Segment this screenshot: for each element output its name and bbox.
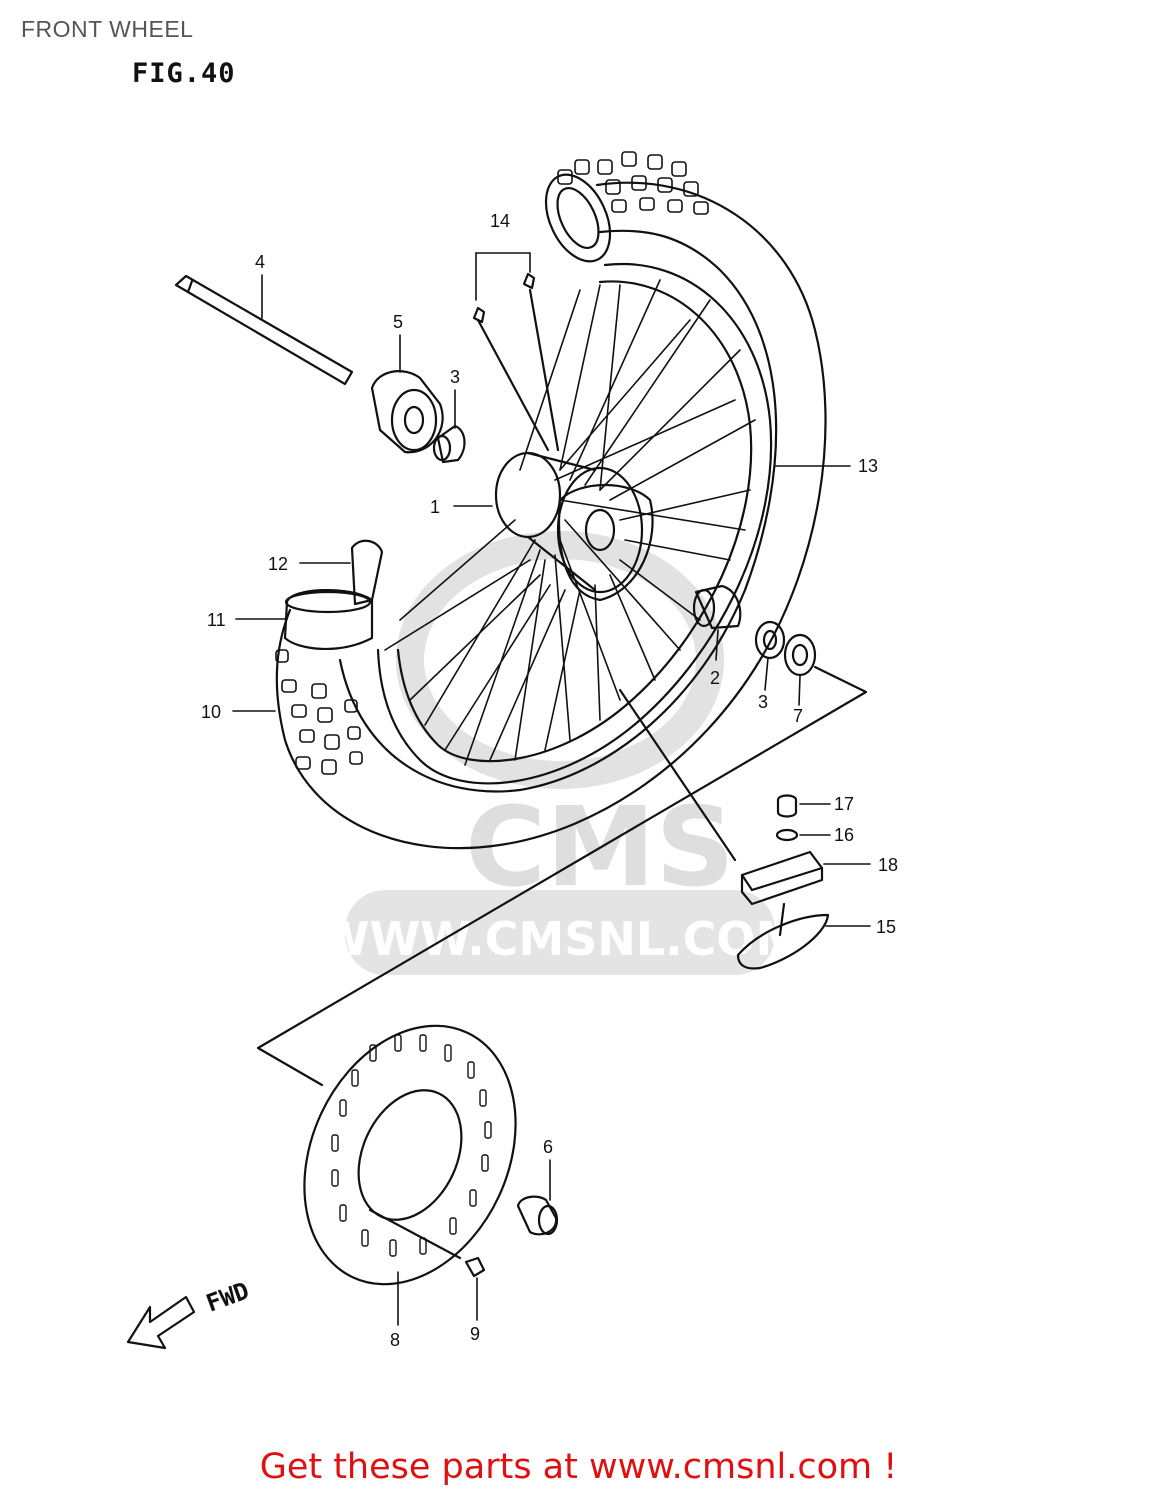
callout-1: 1: [430, 497, 440, 517]
hub: [494, 451, 654, 602]
callout-labels: 1 2 3 3 4 5 6 7 8 9 10 11 12 13 14 15 16…: [201, 211, 898, 1350]
leader-lines: [232, 252, 871, 1326]
callout-8: 8: [390, 1330, 400, 1350]
callout-9: 9: [470, 1324, 480, 1344]
callout-3-left: 3: [450, 367, 460, 387]
spacer: [692, 584, 742, 630]
gearbox: [370, 370, 444, 454]
bearing-right: [754, 620, 786, 660]
figure-number: FIG.40: [132, 58, 236, 89]
callout-4: 4: [255, 252, 265, 272]
callout-12: 12: [268, 554, 288, 574]
collar: [516, 1195, 559, 1236]
callout-16: 16: [834, 825, 854, 845]
callout-11: 11: [207, 610, 226, 630]
callout-6: 6: [543, 1137, 553, 1157]
footer-cta-link[interactable]: Get these parts at www.cmsnl.com !: [259, 1447, 898, 1487]
callout-5: 5: [393, 312, 403, 332]
callout-14: 14: [490, 211, 510, 231]
tire: [275, 151, 827, 850]
callout-10: 10: [201, 702, 221, 722]
cms-watermark: CMS WWW.CMSNL.COM: [319, 531, 802, 975]
tube: [283, 588, 374, 650]
line-art: [126, 151, 871, 1350]
valve-parts: [618, 688, 830, 970]
forward-arrow: [126, 1295, 196, 1350]
rim-band: [350, 539, 384, 606]
disc-bolt: [368, 1208, 486, 1278]
callout-13: 13: [858, 456, 878, 476]
callout-18: 18: [878, 855, 898, 875]
bearing-left: [432, 424, 466, 464]
callout-17: 17: [834, 794, 854, 814]
callout-15: 15: [876, 917, 896, 937]
forward-label: FWD: [202, 1276, 252, 1317]
callout-2: 2: [710, 668, 720, 688]
axle: [174, 274, 354, 386]
oil-seal: [783, 633, 817, 677]
rim: [376, 262, 773, 785]
watermark-url: WWW.CMSNL.COM: [319, 912, 802, 966]
assembly-outline: [256, 665, 868, 1087]
callout-3-right: 3: [758, 692, 768, 712]
page-title: FRONT WHEEL: [21, 16, 194, 42]
spoke-nipples: [472, 272, 560, 452]
brake-disc: [303, 1024, 517, 1286]
callout-7: 7: [793, 706, 803, 726]
exploded-parts-diagram: CMS WWW.CMSNL.COM: [126, 151, 898, 1350]
